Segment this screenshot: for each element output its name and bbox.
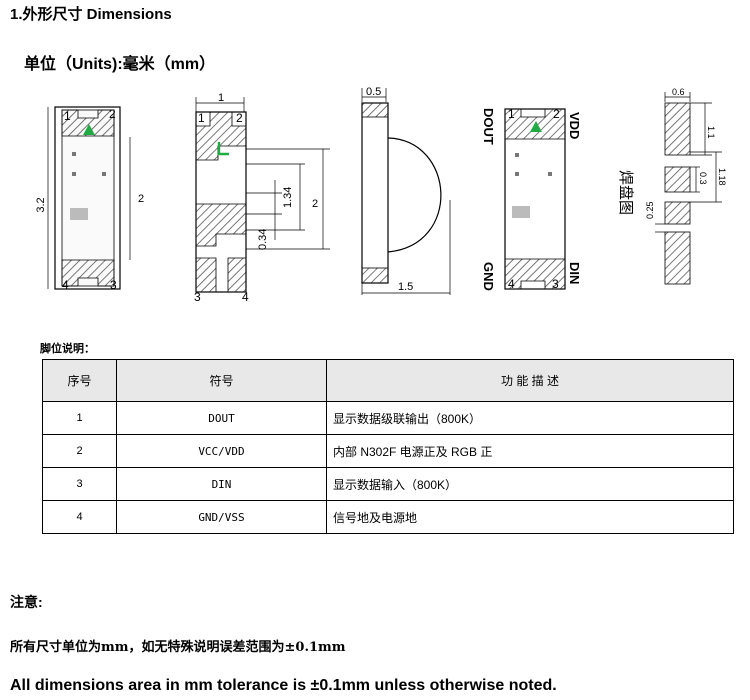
pad-pin4: 4 xyxy=(242,290,249,304)
row-desc: 信号地及电源地 xyxy=(326,500,734,534)
dim-width: 1 xyxy=(218,92,224,104)
solder-pad-view xyxy=(655,92,722,285)
row-num: 1 xyxy=(42,401,117,435)
dim-total-height: 3.2 xyxy=(35,197,47,212)
dim-side-length: 1.5 xyxy=(398,281,413,293)
pad-pin2: 2 xyxy=(236,111,243,125)
row-symbol: VCC/VDD xyxy=(116,434,327,468)
pad-pin3: 3 xyxy=(194,290,201,304)
side-view xyxy=(361,88,451,295)
bottom-led-triangle xyxy=(530,121,542,132)
dim-inner-height: 2 xyxy=(138,193,144,205)
row-desc: 显示数据输入（800K） xyxy=(326,467,734,501)
dim-solder-pad: 1.1 xyxy=(706,126,716,139)
row-num: 2 xyxy=(42,434,117,468)
pin4-label: 4 xyxy=(62,278,69,292)
row-num: 3 xyxy=(42,467,117,501)
units-label: 单位（Units):毫米（mm） xyxy=(24,56,216,73)
dim-side-depth: 0.5 xyxy=(366,86,381,98)
led-marker-triangle xyxy=(83,124,95,135)
dim-pad-gap: 1.34 xyxy=(282,187,294,208)
pin-table-caption: 脚位说明： xyxy=(40,343,95,355)
pin1-label: 1 xyxy=(64,109,71,123)
pad-view xyxy=(195,97,330,293)
notes-chinese: 所有尺寸单位为mm，如无特殊说明误差范围为±0.1mm xyxy=(10,640,346,655)
label-vdd: VDD xyxy=(567,112,582,139)
dim-solder-mid: 1.18 xyxy=(717,168,727,186)
dim-solder-bottom: 0.25 xyxy=(645,201,655,219)
header-desc: 功 能 描 述 xyxy=(326,359,734,402)
dim-inner-height-2: 2 xyxy=(312,198,318,210)
row-num: 4 xyxy=(42,500,117,534)
header-symbol: 符号 xyxy=(116,359,327,402)
bottom-view xyxy=(504,108,566,290)
header-num: 序号 xyxy=(42,359,117,402)
notes-title: 注意: xyxy=(10,594,43,610)
label-din: DIN xyxy=(567,262,582,284)
bottom-pin4: 4 xyxy=(508,277,515,291)
row-symbol: DOUT xyxy=(116,401,327,435)
row-symbol: GND/VSS xyxy=(116,500,327,534)
notes-english: All dimensions area in mm tolerance is ±… xyxy=(10,677,557,694)
table-row: 4 GND/VSS 信号地及电源地 xyxy=(42,500,734,534)
solder-pad-label: 焊盘图 xyxy=(617,170,635,215)
pad-marker-l xyxy=(217,142,229,156)
bottom-pin2: 2 xyxy=(553,107,560,121)
pin3-label: 3 xyxy=(110,278,117,292)
table-row: 2 VCC/VDD 内部 N302F 电源正及 RGB 正 xyxy=(42,434,734,468)
bottom-pin3: 3 xyxy=(552,277,559,291)
dim-pad-height: 0.34 xyxy=(257,229,269,250)
bottom-pin1: 1 xyxy=(508,107,515,121)
dimension-drawing: 3.2 2 1 2 4 3 1 1.34 0.34 2 1 2 3 4 xyxy=(35,86,727,304)
pin-table-header: 序号 符号 功 能 描 述 xyxy=(42,359,734,402)
table-row: 3 DIN 显示数据输入（800K） xyxy=(42,467,734,501)
dim-solder-gap: 0.3 xyxy=(698,172,708,185)
row-desc: 显示数据级联输出（800K） xyxy=(326,401,734,435)
row-desc: 内部 N302F 电源正及 RGB 正 xyxy=(326,434,734,468)
dim-solder-width: 0.6 xyxy=(672,87,685,97)
label-gnd: GND xyxy=(481,262,496,291)
section-title: 1.外形尺寸 Dimensions xyxy=(10,6,172,23)
pin-table: 序号 符号 功 能 描 述 1 DOUT 显示数据级联输出（800K） 2 VC… xyxy=(42,359,734,534)
pin2-label: 2 xyxy=(109,107,116,121)
table-row: 1 DOUT 显示数据级联输出（800K） xyxy=(42,401,734,435)
label-dout: DOUT xyxy=(481,108,496,145)
row-symbol: DIN xyxy=(116,467,327,501)
pad-pin1: 1 xyxy=(198,111,205,125)
top-view xyxy=(47,106,131,290)
